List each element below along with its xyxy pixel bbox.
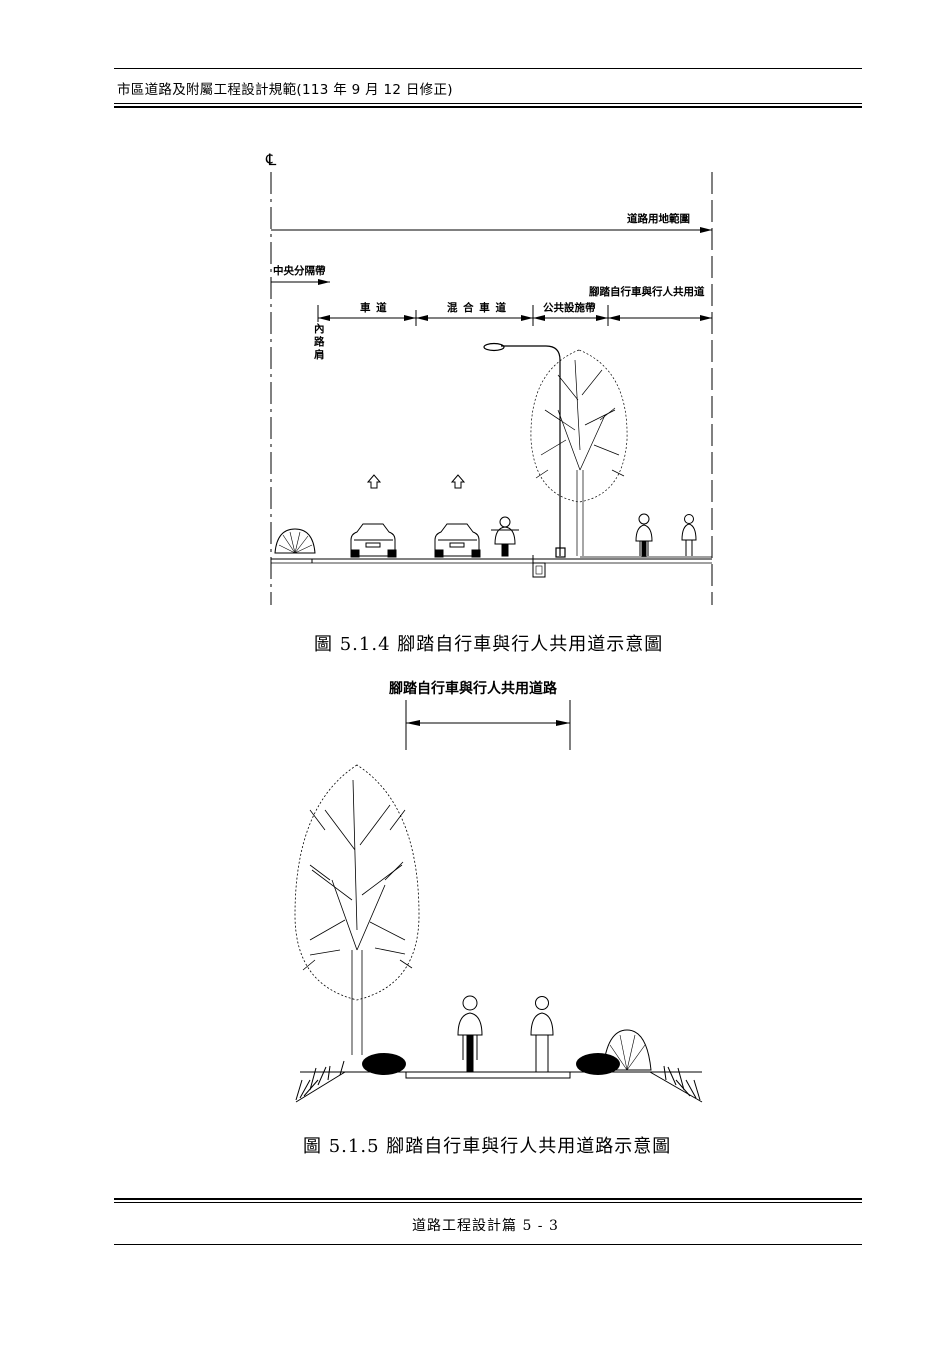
centerline-symbol: ℄: [266, 150, 277, 169]
header-top-rule: [114, 68, 862, 69]
label-shared-road: 腳踏自行車與行人共用道路: [389, 681, 557, 697]
label-utility-strip: 公共設施帶: [543, 302, 596, 314]
header-rule-1: [114, 103, 862, 104]
label-road-range: 道路用地範圍: [627, 213, 690, 225]
label-median: 中央分隔帶: [273, 265, 326, 277]
page-header-title: 市區道路及附屬工程設計規範(113 年 9 月 12 日修正): [117, 82, 453, 98]
label-mixed-lane: 混 合 車 道: [447, 302, 507, 314]
road-cross-section-drawing: [270, 172, 713, 605]
figure-5-1-4: ℄: [0, 0, 951, 660]
label-inner-shoulder: 內路肩: [314, 323, 325, 361]
figure-1-caption: 圖 5.1.4 腳踏自行車與行人共用道示意圖: [314, 634, 664, 655]
figure-5-1-5: 腳踏自行車與行人共用道路: [0, 660, 951, 1170]
shared-path-drawing: [294, 700, 703, 1103]
figure-2-caption: 圖 5.1.5 腳踏自行車與行人共用道路示意圖: [303, 1136, 672, 1157]
label-lane: 車 道: [360, 302, 388, 314]
footer-rule-1: [114, 1198, 862, 1200]
page-footer: 道路工程設計篇 5 - 3: [412, 1218, 559, 1234]
footer-bottom-rule: [114, 1244, 862, 1245]
footer-rule-2: [114, 1202, 862, 1203]
label-shared-path: 腳踏自行車與行人共用道: [589, 286, 705, 298]
header-rule-2: [114, 106, 862, 108]
